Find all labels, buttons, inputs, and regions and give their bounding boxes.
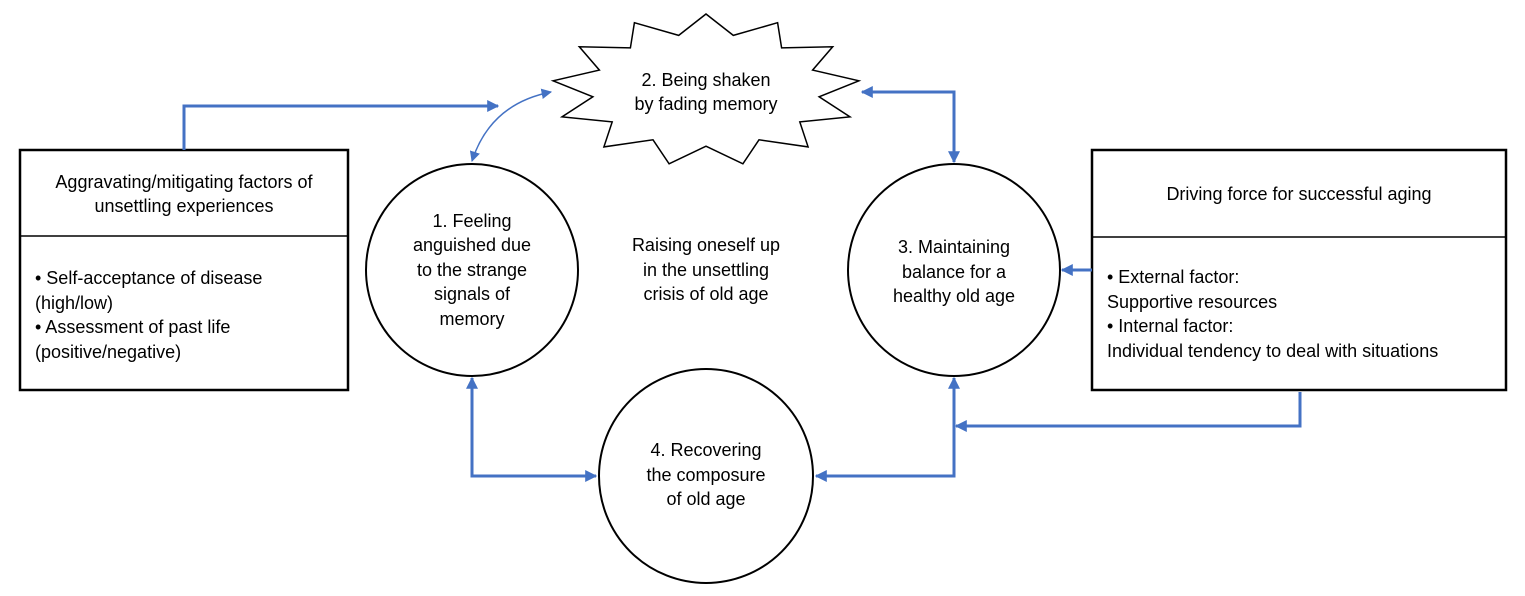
center-theme-label-line: Raising oneself up [631, 235, 781, 256]
driving-force-box-title-line: Driving force for successful aging [1166, 184, 1432, 205]
connector-stage2-stage3 [860, 86, 960, 164]
factors-box-title-line: Aggravating/mitigating factors of [55, 171, 313, 192]
stage2-label-line: 2. Being shaken [641, 69, 771, 90]
stage1-label-line: to the strange [416, 259, 528, 280]
list-item: • Assessment of past life [35, 317, 231, 337]
list-item: • External factor: [1107, 267, 1240, 287]
factors-box [18, 148, 350, 392]
factors-box-title: Aggravating/mitigating factors of unsettl… [22, 152, 346, 236]
stage1-label-line: memory [439, 308, 505, 329]
stage3-circle [847, 163, 1061, 377]
list-item: • Internal factor: [1107, 316, 1234, 336]
list-item: (high/low) [35, 292, 114, 313]
driving-force-box [1090, 148, 1508, 392]
stage3-label-line: 3. Maintaining [897, 237, 1011, 258]
driving-force-box-title: Driving force for successful aging [1094, 152, 1504, 237]
factors-box-title-line: unsettling experiences [94, 196, 274, 216]
stage2-label: 2. Being shaken by fading memory [616, 66, 796, 118]
stage1-label-line: 1. Feeling [432, 210, 512, 231]
list-item: Supportive resources [1107, 291, 1278, 312]
stage1-label-line: signals of [433, 284, 511, 305]
stage2-explosion-shape [550, 13, 862, 165]
connector-factors-to-stage2 [182, 100, 500, 150]
driving-force-box-frame [1090, 148, 1508, 392]
stage3-label-line: healthy old age [892, 286, 1016, 307]
stage4-label-line: 4. Recovering [650, 440, 762, 461]
stage4-label-line: the composure [646, 464, 766, 485]
stage4-label-line: of old age [666, 489, 746, 510]
center-theme-label-line: crisis of old age [643, 284, 769, 305]
factors-box-frame [18, 148, 350, 392]
center-theme-label-line: in the unsettling [642, 259, 770, 280]
stage1-label: 1. Feeling anguished due to the strange sig… [392, 200, 552, 340]
stage2-label-line: by fading memory [634, 94, 778, 114]
connector-driving-force-feedback [954, 392, 1302, 432]
list-item: (positive/negative) [35, 341, 182, 362]
stage4-circle [598, 368, 814, 584]
stage3-label-line: balance for a [901, 261, 1007, 282]
stage1-label-line: anguished due [412, 235, 532, 256]
connector-stage1-stage4 [466, 376, 598, 482]
stage3-label: 3. Maintaining balance for a healthy old a… [869, 234, 1039, 310]
stage1-circle [365, 163, 579, 377]
driving-force-box-list: • External factor: Supportive resources • … [1107, 265, 1438, 363]
stage4-label: 4. Recovering the composure of old age [621, 437, 791, 513]
list-item: Individual tendency to deal with situati… [1107, 340, 1439, 361]
factors-box-list: • Self-acceptance of disease (high/low) • … [35, 266, 262, 364]
connector-stage3-stage4 [814, 376, 960, 482]
connector-stage1-stage2 [469, 88, 553, 162]
connectors [182, 86, 1302, 482]
list-item: • Self-acceptance of disease [35, 268, 263, 288]
center-theme-label: Raising oneself up in the unsettling crisi… [606, 232, 806, 308]
